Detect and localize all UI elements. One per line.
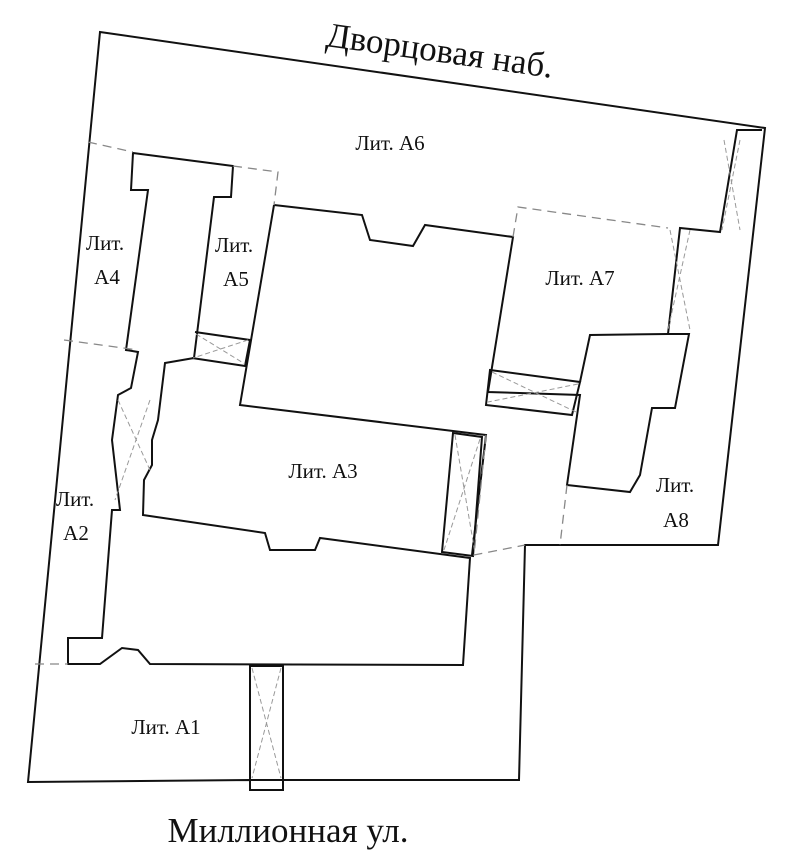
west-wing-outline — [67, 151, 472, 667]
label-a4-line2: А4 — [94, 265, 120, 289]
division-a6-west — [87, 141, 134, 153]
a5-east-wall — [238, 204, 488, 556]
label-a5-line2: А5 — [223, 267, 249, 291]
label-a4-line1: Лит. — [86, 231, 124, 255]
label-a8-line1: Лит. — [656, 473, 694, 497]
label-a6: Лит. А6 — [355, 131, 424, 155]
central-block — [273, 129, 762, 494]
street-top: Дворцовая наб. — [324, 15, 556, 85]
a1-passage — [249, 665, 284, 781]
label-a7: Лит. А7 — [545, 266, 614, 290]
label-a3: Лит. А3 — [288, 459, 357, 483]
label-a5-line1: Лит. — [215, 233, 253, 257]
label-a2-line1: Лит. — [56, 487, 94, 511]
a5-link — [191, 331, 252, 368]
stair-hatching — [114, 139, 741, 779]
division-a4-a2 — [63, 339, 139, 351]
a3-east-stair — [440, 431, 484, 558]
division-a7-a8 — [473, 434, 526, 556]
label-a2-line2: А2 — [63, 521, 89, 545]
division-a8 — [559, 484, 568, 546]
street-bottom: Миллионная ул. — [167, 811, 408, 850]
label-a8-line2: А8 — [663, 508, 689, 532]
label-a1: Лит. А1 — [131, 715, 200, 739]
division-a6-a7 — [512, 206, 669, 238]
division-a5-a6 — [232, 165, 279, 206]
a3-a7-link — [484, 368, 582, 417]
a7-west-wall — [579, 333, 669, 383]
